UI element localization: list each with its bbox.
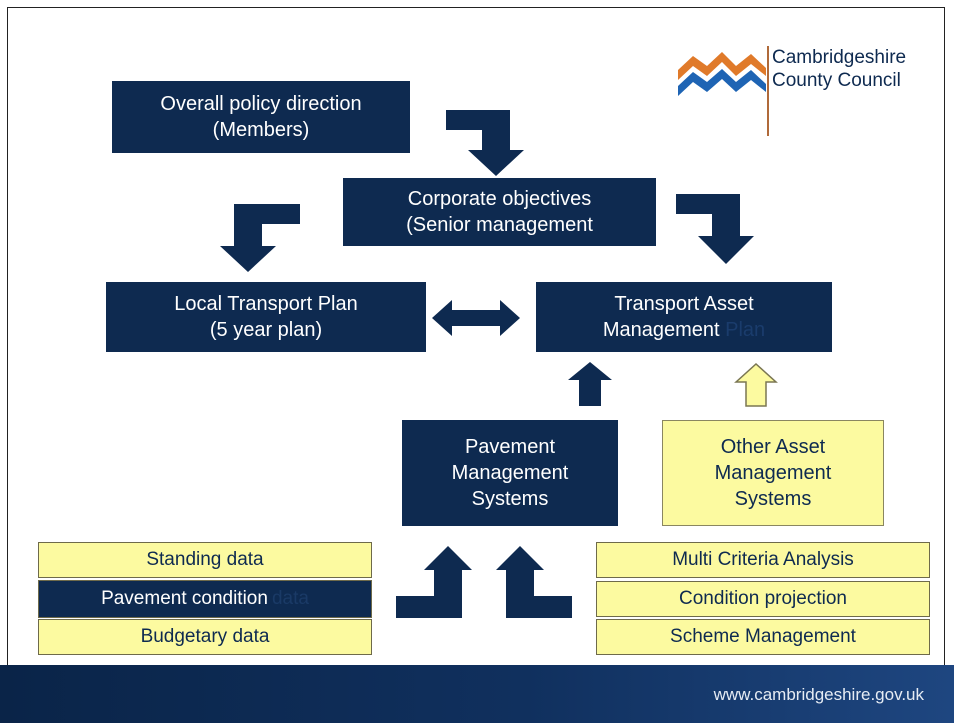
- right-row-scheme-management: Scheme Management: [596, 619, 930, 655]
- logo-line-2: County Council: [772, 70, 901, 91]
- council-logo: Cambridgeshire County Council: [676, 42, 936, 137]
- arrow-left-data-to-pms: [396, 546, 472, 618]
- box-overall-policy-line-1: Overall policy direction: [160, 93, 362, 115]
- right-row-multi-criteria-label: Multi Criteria Analysis: [672, 549, 854, 570]
- arrow-ltp-tamp-bidirectional: [432, 300, 520, 336]
- left-row-standing-label: Standing data: [146, 549, 264, 570]
- box-oams-line-3: Systems: [734, 488, 812, 510]
- right-row-condition-projection: Condition projection: [596, 581, 930, 617]
- box-corporate-objectives: Corporate objectives (Senior management: [343, 178, 656, 246]
- box-pms-line-3: Systems: [471, 488, 549, 510]
- right-row-scheme-management-label: Scheme Management: [670, 626, 856, 647]
- logo-text: Cambridgeshire County Council: [772, 46, 906, 92]
- box-transport-asset-management-plan: Transport Asset Management Plan: [536, 282, 832, 352]
- arrow-corporate-to-tamp: [676, 194, 754, 264]
- arrow-policy-to-corporate: [446, 110, 524, 176]
- box-tamp-word: Management: [602, 319, 720, 341]
- council-waves-icon: [678, 52, 766, 96]
- box-corporate-line-1: Corporate objectives: [407, 188, 592, 210]
- left-row-pavement-faint-label: data: [271, 588, 309, 609]
- arrow-oams-to-tamp: [734, 362, 778, 407]
- box-ltp-line-1: Local Transport Plan: [174, 293, 358, 315]
- box-overall-policy-line-2: (Members): [212, 119, 310, 141]
- box-oams-line-1: Other Asset: [720, 436, 826, 458]
- box-ltp-line-2: (5 year plan): [209, 319, 323, 341]
- right-row-multi-criteria: Multi Criteria Analysis: [596, 542, 930, 578]
- box-pms-line-2: Management: [451, 462, 569, 484]
- arrow-right-tools-to-pms: [496, 546, 572, 618]
- box-tamp-line-2: Management Plan: [603, 317, 765, 343]
- box-pms-line-1: Pavement: [464, 436, 556, 458]
- left-row-budgetary-data: Budgetary data: [38, 619, 372, 655]
- footer-band: www.cambridgeshire.gov.uk: [0, 665, 954, 723]
- right-row-condition-projection-label: Condition projection: [679, 588, 847, 609]
- logo-line-1: Cambridgeshire: [772, 47, 907, 68]
- footer-url: www.cambridgeshire.gov.uk: [713, 685, 924, 704]
- box-corporate-line-2: (Senior management: [406, 214, 593, 236]
- arrow-corporate-to-ltp: [220, 204, 300, 272]
- box-pavement-management-systems: Pavement Management Systems: [402, 420, 618, 526]
- box-oams-line-2: Management: [714, 462, 832, 484]
- logo-divider: [767, 46, 769, 136]
- box-local-transport-plan: Local Transport Plan (5 year plan): [106, 282, 426, 352]
- box-tamp-line-1: Transport Asset: [614, 293, 754, 315]
- left-row-pavement-condition: Pavement condition data: [38, 580, 372, 618]
- box-other-asset-management-systems: Other Asset Management Systems: [662, 420, 884, 526]
- left-row-budgetary-label: Budgetary data: [140, 626, 270, 647]
- box-tamp-hidden-word: Plan: [725, 319, 766, 341]
- left-row-pavement-label: Pavement condition: [101, 588, 268, 609]
- arrow-pms-to-tamp: [568, 362, 612, 406]
- left-row-standing-data: Standing data: [38, 542, 372, 578]
- box-overall-policy: Overall policy direction (Members): [112, 81, 410, 153]
